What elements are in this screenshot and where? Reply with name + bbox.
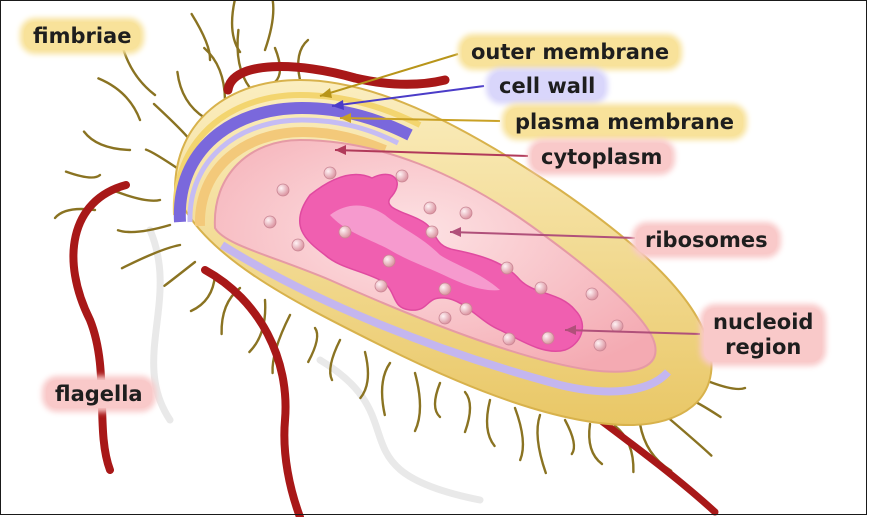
bacterial-cell-figure: fimbriae outer membrane cell wall plasma… [0, 0, 869, 517]
figure-border [0, 0, 867, 515]
